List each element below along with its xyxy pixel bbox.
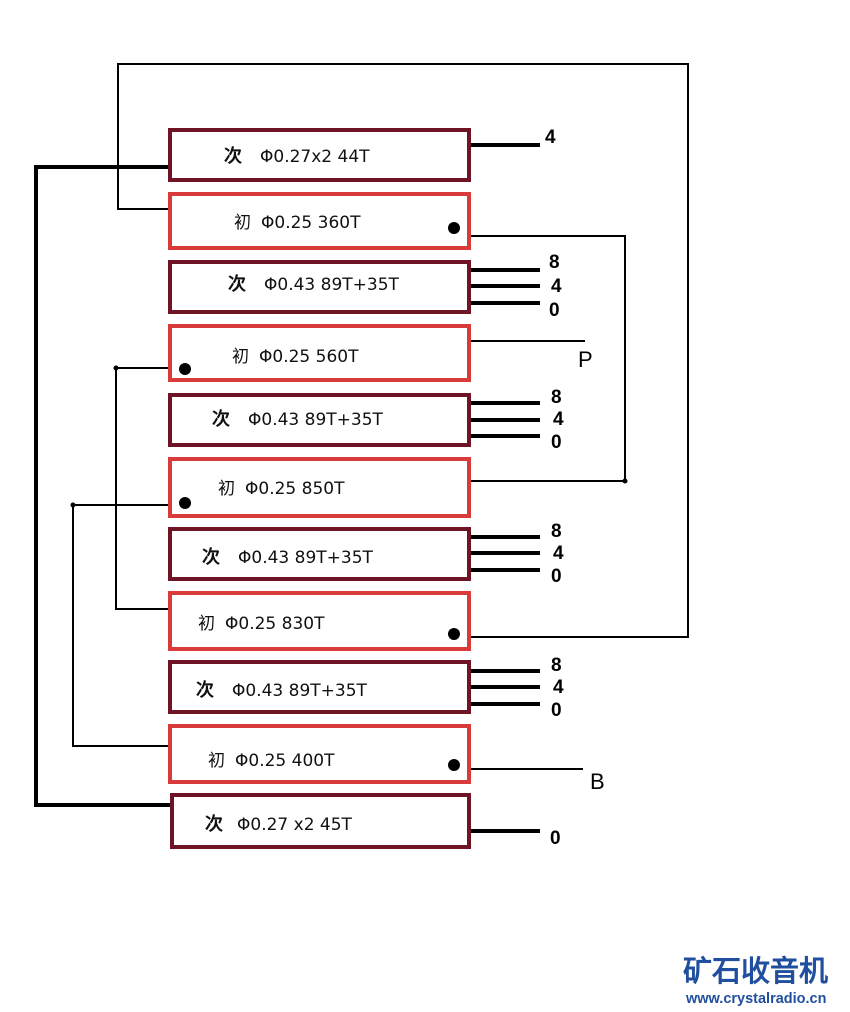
tap-leads-s3 (468, 401, 540, 438)
tap-labels: 4 8 4 0 8 4 0 8 4 0 8 4 0 0 (545, 127, 564, 849)
svg-text:矿石收音机: 矿石收音机 (683, 954, 828, 988)
svg-text:初Φ0.25 850T: 初Φ0.25 850T (218, 479, 345, 499)
svg-text:0: 0 (551, 566, 562, 587)
tap-bottom: 0 (550, 828, 561, 849)
wiring (34, 63, 689, 833)
polarity-dot (179, 497, 191, 509)
wire-loop-outer (117, 63, 689, 638)
svg-text:初Φ0.25 360T: 初Φ0.25 360T (234, 213, 361, 233)
svg-text:次Φ0.43 89T+35T: 次Φ0.43 89T+35T (228, 273, 400, 295)
svg-text:初Φ0.25 400T: 初Φ0.25 400T (208, 751, 335, 771)
terminal-b-label: B (590, 769, 605, 794)
svg-text:0: 0 (551, 700, 562, 721)
terminal-p-label: P (578, 347, 593, 372)
svg-text:次Φ0.27 x2 45T: 次Φ0.27 x2 45T (205, 813, 353, 835)
svg-text:初Φ0.25 560T: 初Φ0.25 560T (232, 347, 359, 367)
svg-text:0: 0 (551, 432, 562, 453)
svg-text:初Φ0.25 830T: 初Φ0.25 830T (198, 614, 325, 634)
tap-leads-s5 (468, 669, 540, 706)
polarity-dot (179, 363, 191, 375)
svg-text:次Φ0.43 89T+35T: 次Φ0.43 89T+35T (212, 408, 384, 430)
wire-p360-to-p850 (469, 235, 626, 482)
polarity-dot (448, 759, 460, 771)
svg-text:0: 0 (549, 300, 560, 321)
polarity-dot (448, 222, 460, 234)
wire-p850-to-p400 (72, 504, 171, 747)
svg-text:次Φ0.27x2 44T: 次Φ0.27x2 44T (224, 145, 370, 167)
svg-text:8: 8 (551, 521, 562, 542)
svg-text:4: 4 (553, 677, 564, 698)
svg-text:次Φ0.43 89T+35T: 次Φ0.43 89T+35T (196, 679, 368, 701)
svg-text:4: 4 (553, 409, 564, 430)
wire-secondary-bridge (34, 165, 172, 807)
svg-text:4: 4 (551, 276, 562, 297)
watermark-logo: 矿石收音机 www.crystalradio.cn (683, 954, 828, 1007)
svg-text:8: 8 (549, 252, 560, 273)
svg-text:4: 4 (553, 543, 564, 564)
tap-top: 4 (545, 127, 556, 148)
wire-p560-to-p830 (115, 367, 171, 610)
svg-text:次Φ0.43 89T+35T: 次Φ0.43 89T+35T (202, 546, 374, 568)
svg-text:8: 8 (551, 655, 562, 676)
tap-leads-s2 (468, 268, 540, 305)
svg-text:8: 8 (551, 387, 562, 408)
polarity-dot (448, 628, 460, 640)
tap-leads-s4 (468, 535, 540, 572)
svg-text:www.crystalradio.cn: www.crystalradio.cn (685, 991, 826, 1007)
